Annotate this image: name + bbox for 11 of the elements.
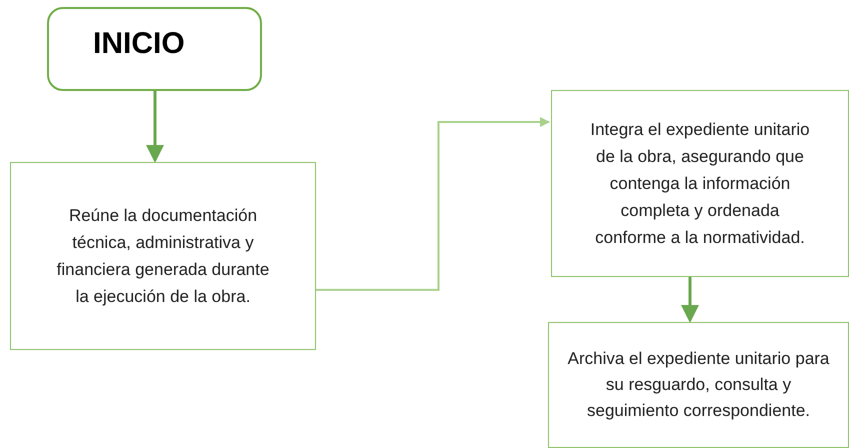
node-text: Reúne la documentación técnica, administrativa y financiera generada durante la ejecución de la obra.: [56, 205, 270, 308]
arrow: [146, 91, 164, 163]
process-box: [548, 322, 849, 448]
arrow: [681, 277, 699, 323]
node-text: INICIO: [92, 26, 186, 62]
start-box: [47, 7, 262, 91]
process-box: [551, 90, 849, 277]
node-text: Archiva el expediente unitario para su resguardo, consulta y seguimiento correspondiente.: [566, 348, 830, 422]
node-text: Integra el expediente unitario de la obra, asegurando que contenga la información completa y ordenada conforme a la normatividad.: [589, 119, 811, 249]
process-box: [10, 162, 316, 350]
arrow: [316, 117, 550, 291]
